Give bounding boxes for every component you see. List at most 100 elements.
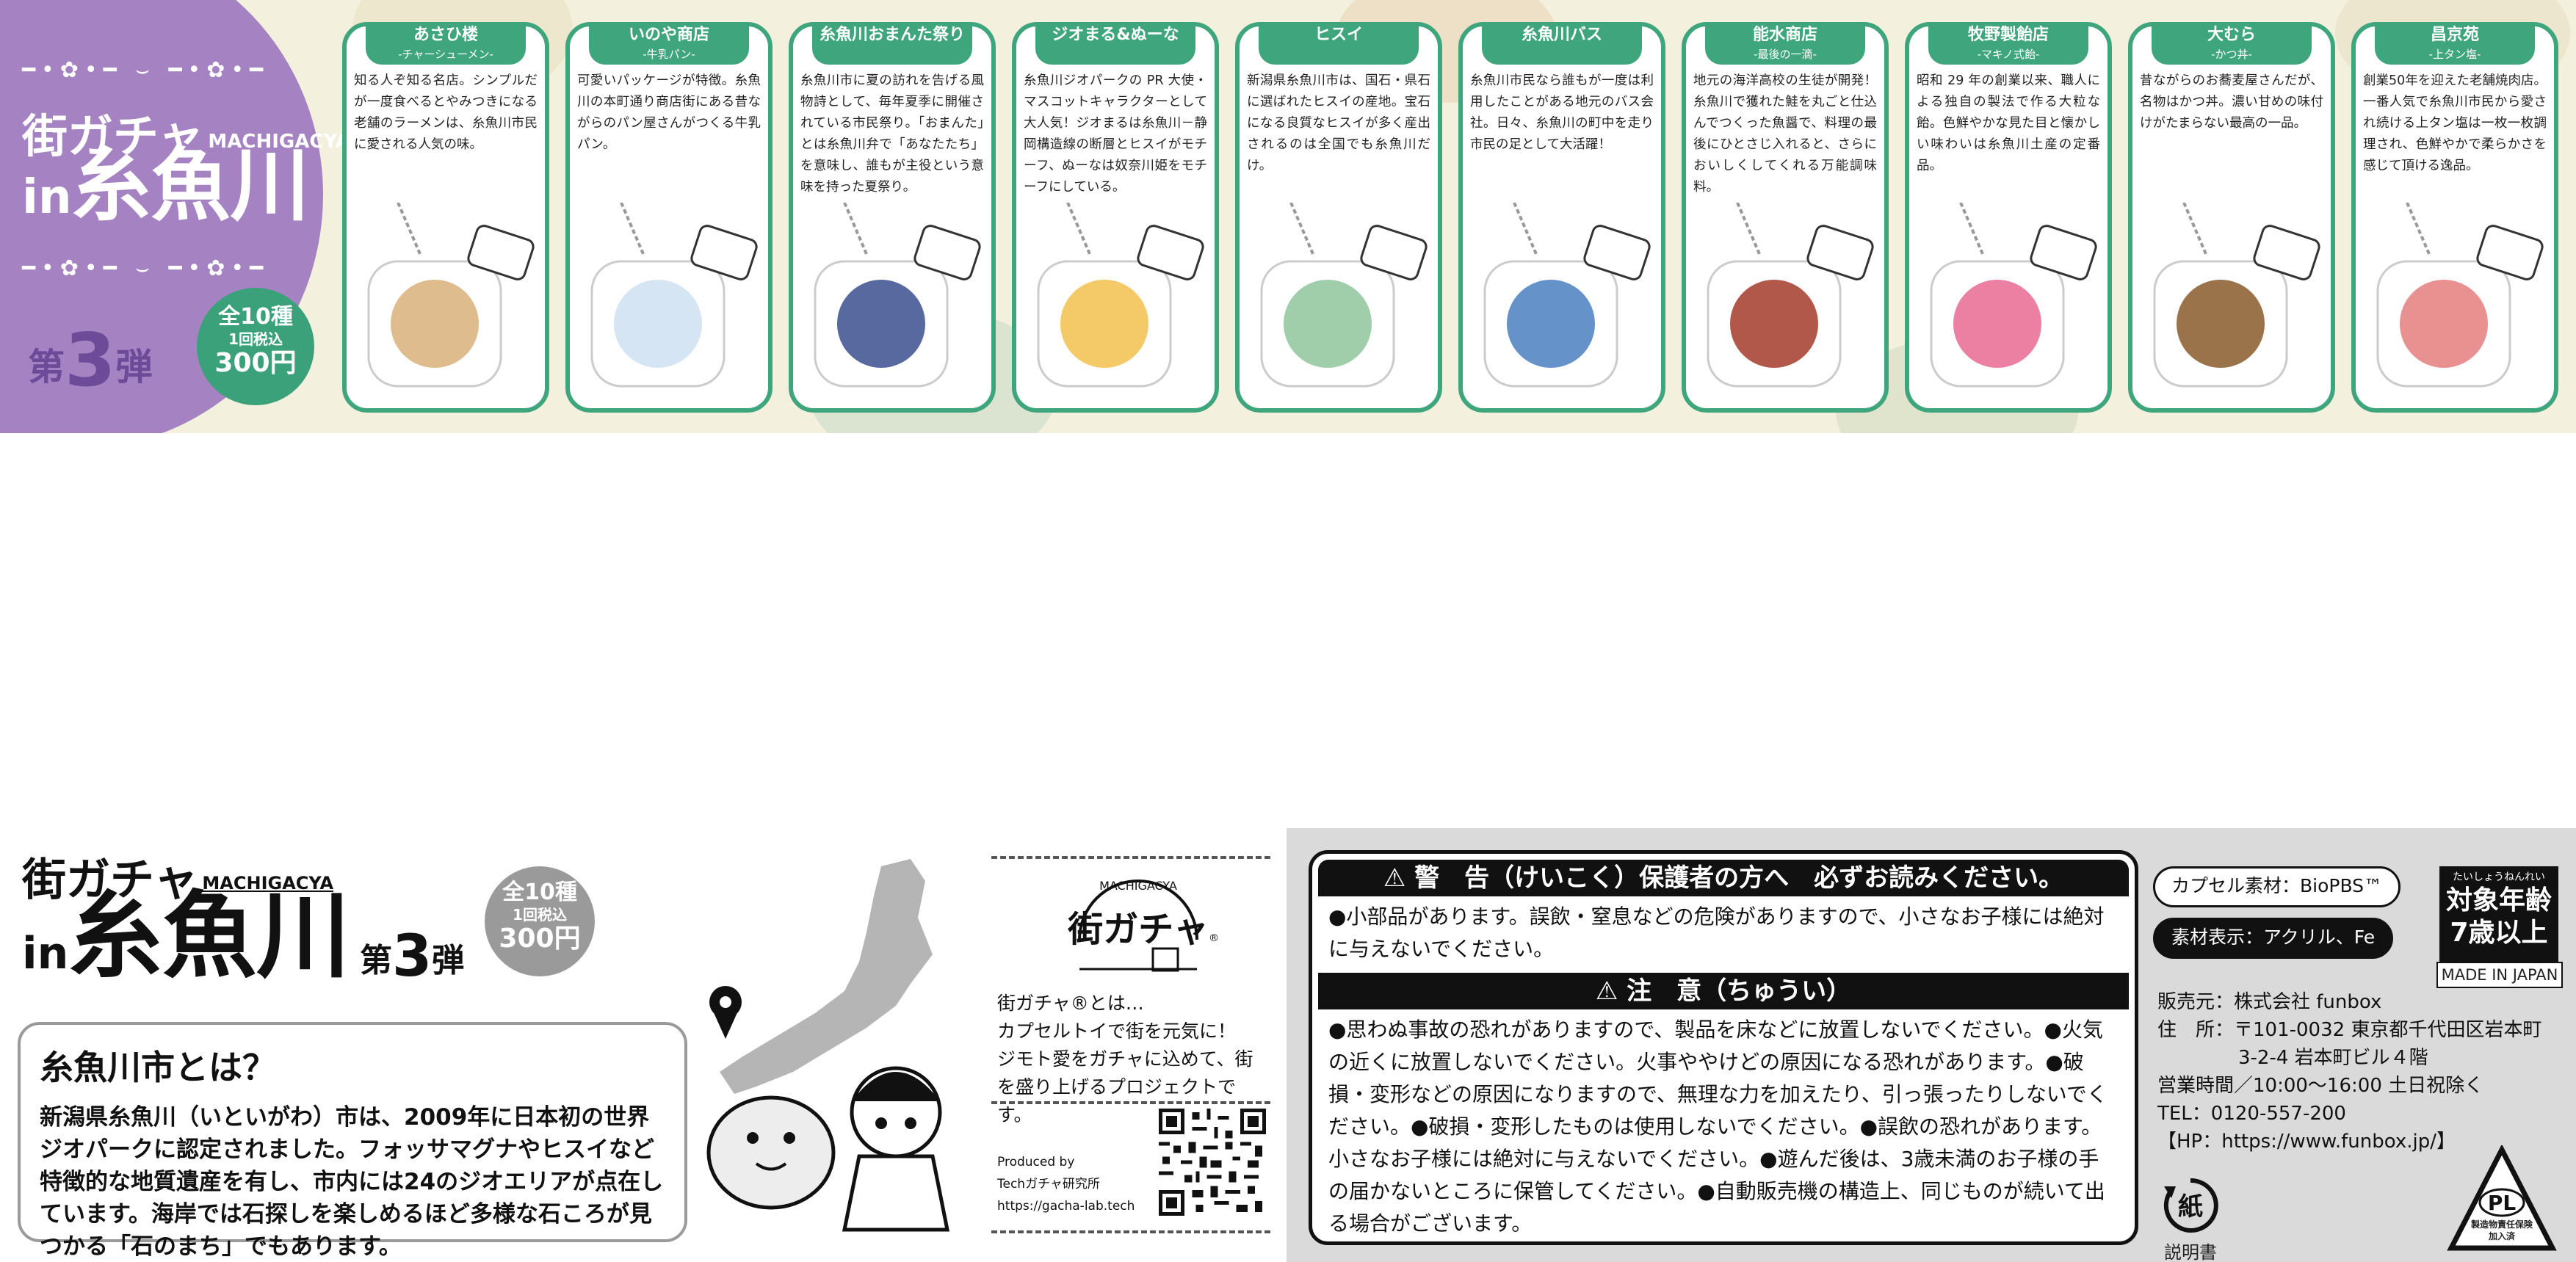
product-name: 糸魚川バス — [1521, 26, 1602, 44]
mascot-keychain-icon — [1024, 202, 1207, 401]
business-hours: 営業時間／10:00〜16:00 土日祝除く — [2157, 1075, 2484, 1097]
product-name: あさひ楼 — [413, 26, 478, 44]
product-description: 地元の海洋高校の生徒が開発！糸魚川で獲れた鮭を丸ごと仕込んでつくった魚醤で、料理… — [1693, 73, 1877, 195]
product-card: あさひ楼 -チャーシューメン- 知る人ぞ知る名店。シンプルだが一度食べるとやみつきに… — [342, 22, 549, 413]
milk-bread-keychain-icon — [577, 202, 761, 401]
caution-text: ●思わぬ事故の恐れがありますので、製品を床などに放置しないでください。●火気の近… — [1328, 1018, 2108, 1236]
product-card: ジオまる&ぬーな糸魚川ジオパークの PR 大使・マスコットキャラクターとして大人… — [1012, 22, 1219, 413]
price-badge: 全10種 1回税込 300円 — [485, 866, 595, 976]
homepage: 【HP：https://www.funbox.jp/】 — [2157, 1131, 2456, 1153]
recycle-label: 説明書 — [2164, 1242, 2217, 1262]
about-heading: 糸魚川市とは？ — [40, 1048, 276, 1087]
project-description: 街ガチャ®とは… カプセルトイで街を元気に！ ジモト愛をガチャに込めて、街を盛り… — [997, 993, 1253, 1125]
divider — [991, 1101, 1270, 1104]
phone: TEL：0120-557-200 — [2157, 1103, 2346, 1125]
product-name-tab: ジオまる&ぬーな — [1035, 22, 1195, 65]
about-text: 新潟県糸魚川（いといがわ）市は、2009年に日本初の世界ジオパークに認定されまし… — [40, 1104, 664, 1260]
qr-code-icon[interactable] — [1159, 1109, 1266, 1216]
address-line1: 住 所：〒101-0032 東京都千代田区岩本町 — [2157, 1019, 2542, 1041]
volume-label: 第3弾 — [360, 924, 465, 990]
product-name-tab: ヒスイ — [1259, 22, 1419, 65]
fish-sauce-keychain-icon — [1693, 202, 1877, 401]
candy-keychain-icon — [1917, 202, 2100, 401]
svg-text:PL: PL — [2488, 1191, 2517, 1215]
brand-city: in糸魚川 — [22, 140, 310, 232]
product-info: カプセル素材：BioPBS™ 素材表示：アクリル、Fe たいしょうねんれい 対象… — [2153, 844, 2564, 1262]
product-card: 糸魚川バス糸魚川市民なら誰もが一度は利用したことがある地元のバス会社。日々、糸魚… — [1458, 22, 1665, 413]
product-subtitle: -最後の一滴- — [1754, 48, 1817, 61]
beef-tongue-keychain-icon — [2363, 202, 2547, 401]
product-card: ヒスイ新潟県糸魚川市は、国石・県石に選ばれたヒスイの産地。宝石になる良質なヒスイ… — [1235, 22, 1442, 413]
seller: 販売元：株式会社 funbox — [2157, 991, 2382, 1013]
volume-label: 第3弾 — [28, 317, 153, 403]
product-card: いのや商店 -牛乳パン- 可愛いパッケージが特徴。糸魚川の本町通り商店街にある昔なが… — [565, 22, 773, 413]
age-rating: たいしょうねんれい 対象年齢 7歳以上 — [2439, 866, 2558, 963]
made-in-japan: MADE IN JAPAN — [2436, 962, 2563, 988]
ornament-top: ━•✿•━ ⌣ ━•✿•━ — [22, 57, 269, 83]
product-card: 牧野製飴店 -マキノ式飴- 昭和 29 年の創業以来、職人による独自の製法で作る大粒… — [1905, 22, 2112, 413]
bus-keychain-icon — [1470, 202, 1654, 401]
project-panel: MACHIGACYA 街ガチャ ® 街ガチャ®とは… カプセルトイで街を元気に！… — [991, 856, 1270, 1233]
product-card: 昌京苑-上タン塩-創業50年を迎えた老舗焼肉店。一番人気で糸魚川市民から愛され続… — [2351, 22, 2558, 413]
svg-text:®: ® — [1209, 932, 1219, 944]
product-name-tab: いのや商店 -牛乳パン- — [589, 22, 749, 65]
jade-keychain-icon — [1247, 202, 1430, 401]
product-name: 大むら — [2207, 26, 2256, 44]
product-description: 糸魚川市民なら誰もが一度は利用したことがある地元のバス会社。日々、糸魚川の町中を… — [1470, 73, 1654, 152]
product-description: 昔ながらのお蕎麦屋さんだが、名物はかつ丼。濃い甘めの味付けがたまらない最高の一品… — [2140, 73, 2323, 131]
product-card: 糸魚川おまんた祭り糸魚川市に夏の訪れを告げる風物詩として、毎年夏季に開催されてい… — [789, 22, 996, 413]
capsule-material: カプセル素材：BioPBS™ — [2153, 866, 2401, 907]
product-description: 新潟県糸魚川市は、国石・県石に選ばれたヒスイの産地。宝石になる良質なヒスイが多く… — [1247, 73, 1430, 173]
svg-text:MACHIGACYA: MACHIGACYA — [1099, 879, 1177, 893]
about-city-box: 糸魚川市とは？ 新潟県糸魚川（いといがわ）市は、2009年に日本初の世界ジオパー… — [18, 1022, 687, 1260]
mascot-characters-icon — [698, 1042, 977, 1233]
caution-title: ⚠ 注 意（ちゅうい） — [1318, 973, 2129, 1009]
product-name-tab: 昌京苑-上タン塩- — [2375, 22, 2535, 65]
product-name: ヒスイ — [1314, 26, 1363, 44]
product-card: 大むら -かつ丼- 昔ながらのお蕎麦屋さんだが、名物はかつ丼。濃い甘めの味付けがたま… — [2128, 22, 2335, 413]
produced-by: Produced by Techガチャ研究所 https://gacha-lab… — [997, 1155, 1135, 1214]
product-name-tab: 糸魚川おまんた祭り — [812, 22, 972, 65]
product-subtitle: -上タン塩- — [2428, 48, 2481, 61]
svg-text:紙: 紙 — [2178, 1192, 2203, 1222]
product-name: ジオまる&ぬーな — [1052, 26, 1179, 44]
katsudon-keychain-icon — [2140, 202, 2323, 401]
japan-map-icon — [690, 852, 984, 1131]
product-subtitle: -かつ丼- — [2211, 48, 2252, 61]
product-name-tab: 大むら -かつ丼- — [2152, 22, 2312, 65]
price-badge: 全10種 1回税込 300円 — [197, 288, 314, 405]
product-description: 昭和 29 年の創業以来、職人による独自の製法で作る大粒な飴。色鮮やかな見た目と… — [1917, 73, 2100, 173]
product-subtitle: -マキノ式飴- — [1977, 48, 2040, 61]
warning-box: ⚠ 警 告（けいこく）保護者の方へ 必ずお読みください。 ●小部品があります。誤… — [1309, 850, 2138, 1245]
product-subtitle: -牛乳パン- — [643, 48, 695, 61]
ramen-keychain-icon — [354, 202, 538, 401]
happi-coat-keychain-icon — [800, 202, 984, 401]
material-label: 素材表示：アクリル、Fe — [2153, 918, 2394, 959]
divider — [991, 856, 1270, 859]
ornament-bottom: ━•✿•━ ⌣ ━•✿•━ — [22, 255, 269, 281]
product-description: 可愛いパッケージが特徴。糸魚川の本町通り商店街にある昔ながらのパン屋さんがつくる… — [577, 73, 761, 152]
product-name-tab: 能水商店 -最後の一滴- — [1705, 22, 1865, 65]
bottom-right-panel: ⚠ 警 告（けいこく）保護者の方へ 必ずお読みください。 ●小部品があります。誤… — [1287, 828, 2576, 1262]
product-description: 糸魚川ジオパークの PR 大使・マスコットキャラクターとして大人気！ジオまるは糸… — [1024, 73, 1207, 195]
product-name: 牧野製飴店 — [1967, 26, 2049, 44]
svg-text:街ガチャ: 街ガチャ — [1067, 909, 1209, 950]
product-description: 糸魚川市に夏の訪れを告げる風物詩として、毎年夏季に開催されている市民祭り。「おま… — [800, 73, 984, 195]
product-name-tab: 糸魚川バス — [1482, 22, 1642, 65]
divider — [991, 1230, 1270, 1233]
product-name-tab: あさひ楼 -チャーシューメン- — [366, 22, 526, 65]
product-name-tab: 牧野製飴店 -マキノ式飴- — [1928, 22, 2088, 65]
brand-city: in糸魚川 — [22, 882, 351, 991]
product-name: いのや商店 — [628, 26, 709, 44]
product-description: 知る人ぞ知る名店。シンプルだが一度食べるとやみつきになる老舗のラーメンは、糸魚川… — [354, 73, 538, 152]
machigacya-logo: MACHIGACYA 街ガチャ ® — [1050, 859, 1226, 976]
product-subtitle: -チャーシューメン- — [398, 48, 493, 61]
seller-info: 販売元：株式会社 funbox 住 所：〒101-0032 東京都千代田区岩本町… — [2157, 988, 2561, 1156]
product-name: 能水商店 — [1752, 26, 1817, 44]
paper-recycle-icon: 紙 説明書 — [2157, 1176, 2224, 1262]
